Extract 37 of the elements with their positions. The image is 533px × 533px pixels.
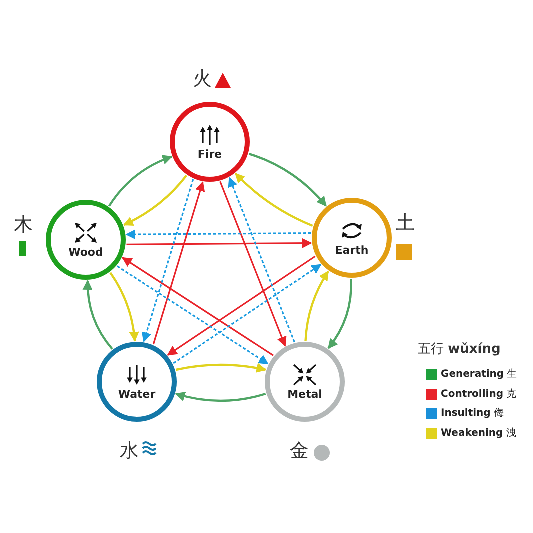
arrow — [328, 278, 352, 350]
arrow — [142, 179, 194, 343]
arrow — [173, 264, 322, 364]
element-name: Fire — [198, 148, 222, 160]
arrow — [110, 272, 140, 342]
arrow — [108, 155, 173, 207]
arrow — [220, 181, 287, 347]
chinese-character: 金 — [290, 442, 309, 461]
arrow — [83, 280, 114, 350]
legend-title: 五行 wǔxíng — [418, 341, 501, 358]
chinese-character: 土 — [396, 214, 415, 233]
arrow — [123, 175, 188, 226]
arrow — [175, 392, 266, 402]
element-name: Metal — [288, 388, 322, 400]
element-name: Earth — [335, 244, 369, 256]
arrow — [116, 266, 269, 365]
arrow — [228, 177, 296, 343]
arrow — [126, 238, 312, 248]
arrow — [234, 173, 314, 227]
element-circle — [312, 198, 392, 278]
legend-label: Weakening 洩 — [441, 426, 516, 440]
legend-label: Controlling 克 — [441, 388, 517, 400]
element-name: Water — [118, 388, 156, 400]
arrow — [167, 256, 316, 356]
chinese-character: 木 — [14, 216, 33, 235]
arrow — [248, 152, 328, 207]
arrow — [152, 181, 206, 345]
legend-label: Generating 生 — [441, 368, 518, 381]
chinese-character: 水 — [120, 442, 139, 461]
arrow — [176, 363, 267, 374]
arrow — [126, 230, 312, 240]
element-name: Wood — [68, 246, 104, 258]
element-circle — [46, 200, 126, 280]
chinese-character: 火 — [193, 70, 212, 89]
arrow — [304, 270, 330, 342]
arrow — [122, 257, 274, 356]
legend-label: Insulting 侮 — [441, 407, 504, 420]
